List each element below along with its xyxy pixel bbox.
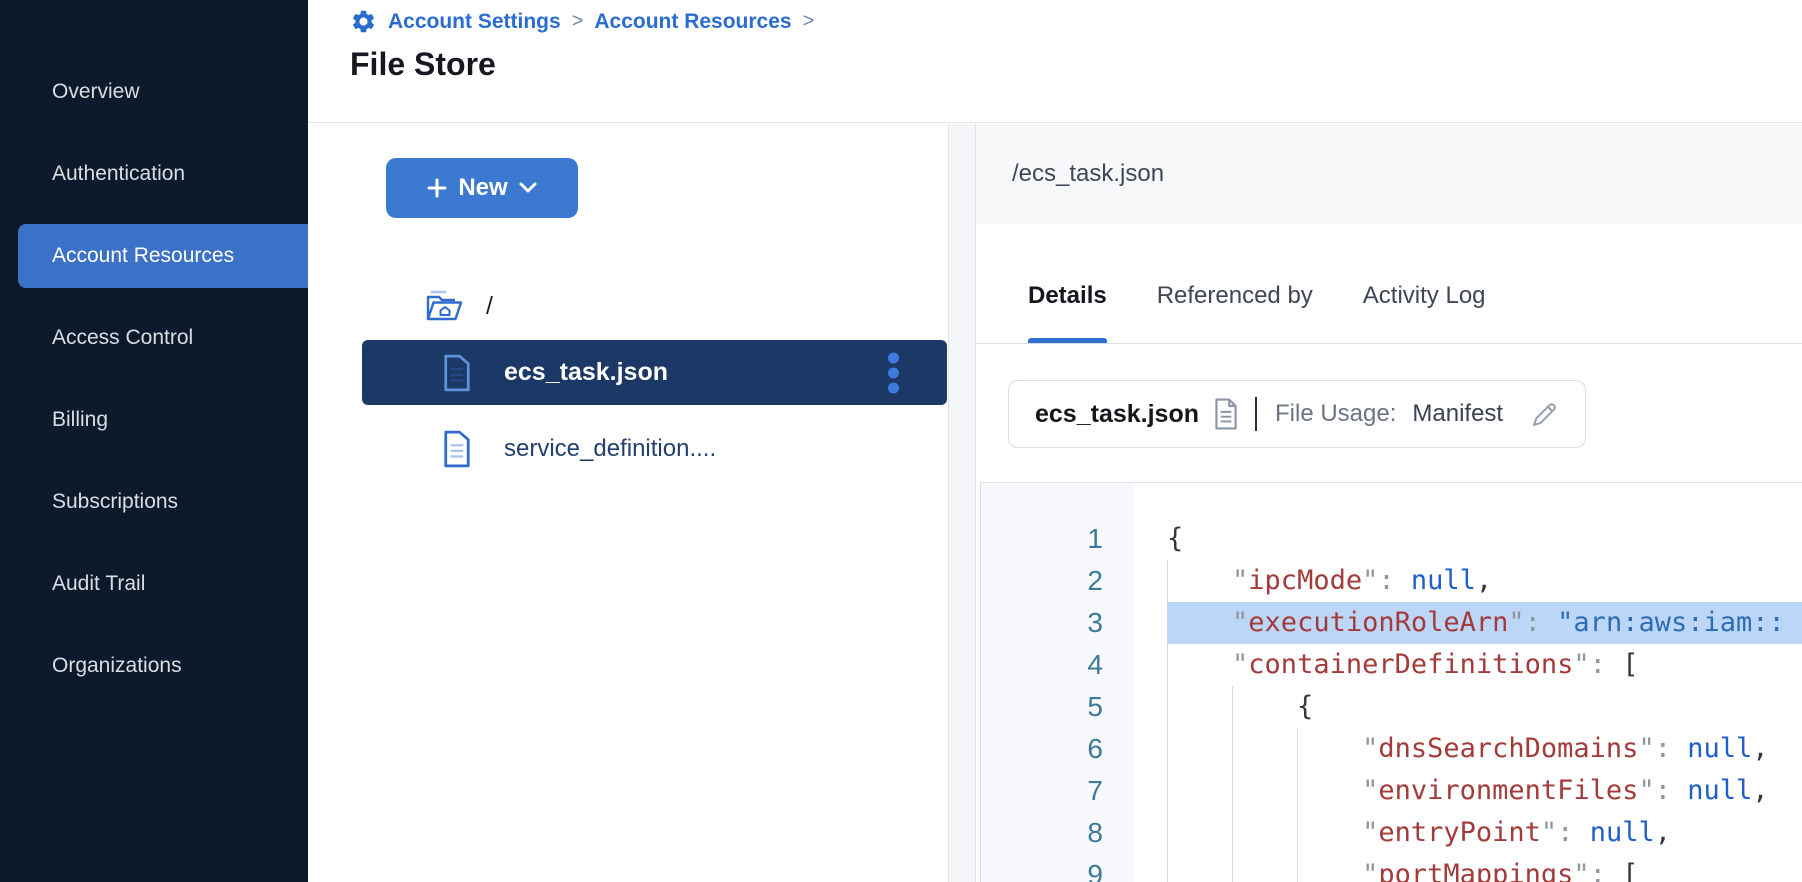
detail-panel: /ecs_task.json Details Referenced by Activ… xyxy=(976,124,1802,882)
plus-icon xyxy=(426,177,448,199)
tab-referenced-by[interactable]: Referenced by xyxy=(1156,282,1313,309)
line-number: 9 xyxy=(1087,859,1103,882)
line-number: 7 xyxy=(1087,775,1103,806)
file-icon xyxy=(442,354,472,392)
divider xyxy=(1255,397,1257,431)
page-title: File Store xyxy=(350,46,496,82)
line-number: 5 xyxy=(1087,691,1103,722)
code-line: 6 "dnsSearchDomains": null, xyxy=(981,728,1802,770)
sidebar-item-authentication[interactable]: Authentication xyxy=(52,162,186,185)
code-line: 5 { xyxy=(981,686,1802,728)
file-path: /ecs_task.json xyxy=(1012,160,1165,187)
line-number: 8 xyxy=(1087,817,1103,848)
gear-icon xyxy=(350,8,377,35)
code-content: "portMappings": [ xyxy=(1133,854,1802,882)
file-name: service_definition.... xyxy=(504,435,717,462)
code-line: 8 "entryPoint": null, xyxy=(981,812,1802,854)
scrollbar-track[interactable] xyxy=(948,124,976,882)
file-usage-value: Manifest xyxy=(1412,400,1504,427)
sidebar-item-audit-trail[interactable]: Audit Trail xyxy=(52,572,146,595)
code-content: { xyxy=(1167,523,1184,554)
file-name: ecs_task.json xyxy=(504,358,668,386)
document-icon xyxy=(1213,398,1239,430)
file-usage-label: File Usage: xyxy=(1275,400,1397,427)
sidebar-item-access-control[interactable]: Access Control xyxy=(52,326,194,349)
breadcrumb-link[interactable]: Account Resources xyxy=(594,9,792,33)
code-content: { xyxy=(1133,686,1802,728)
code-line: 4 "containerDefinitions": [ xyxy=(981,644,1802,686)
code-content: "ipcMode": null, xyxy=(1133,560,1802,602)
tab-details[interactable]: Details xyxy=(1028,282,1107,343)
code-content: "environmentFiles": null, xyxy=(1133,770,1802,812)
line-number: 4 xyxy=(1087,649,1103,680)
sidebar-item-subscriptions[interactable]: Subscriptions xyxy=(52,490,179,513)
breadcrumb-separator: > xyxy=(802,10,815,32)
new-button-label: New xyxy=(458,174,508,201)
code-content-highlighted: "executionRoleArn": "arn:aws:iam:: xyxy=(1167,602,1802,644)
home-folder-icon xyxy=(424,288,464,324)
sidebar-item-account-resources[interactable]: Account Resources xyxy=(18,224,308,288)
page-header: Account Settings > Account Resources > File… xyxy=(308,0,1802,123)
chevron-down-icon xyxy=(518,181,538,195)
line-number: 3 xyxy=(1087,607,1103,638)
edit-pencil-icon[interactable] xyxy=(1529,399,1559,429)
code-viewer[interactable]: 1{2 "ipcMode": null,3 "executionRoleArn"… xyxy=(980,482,1802,882)
code-content: "entryPoint": null, xyxy=(1133,812,1802,854)
line-number: 2 xyxy=(1087,565,1103,596)
code-line: 2 "ipcMode": null, xyxy=(981,560,1802,602)
breadcrumb-link[interactable]: Account Settings xyxy=(388,9,561,33)
file-path-bar: /ecs_task.json xyxy=(976,124,1802,224)
detail-tabs: Details Referenced by Activity Log xyxy=(976,224,1802,344)
root-folder-row[interactable]: / xyxy=(424,286,493,326)
kebab-menu-icon[interactable] xyxy=(884,348,903,397)
file-row-service-definition[interactable]: service_definition.... xyxy=(362,424,947,474)
sidebar-item-billing[interactable]: Billing xyxy=(52,408,109,431)
new-button[interactable]: New xyxy=(386,158,578,218)
breadcrumb-separator: > xyxy=(571,10,584,32)
code-content: "dnsSearchDomains": null, xyxy=(1133,728,1802,770)
sidebar-item-organizations[interactable]: Organizations xyxy=(52,654,182,677)
file-row-ecs-task[interactable]: ecs_task.json xyxy=(362,340,947,405)
sidebar-item-overview[interactable]: Overview xyxy=(52,80,140,103)
code-line: 7 "environmentFiles": null, xyxy=(981,770,1802,812)
code-content: "containerDefinitions": [ xyxy=(1133,644,1802,686)
file-icon xyxy=(442,430,472,468)
line-number: 1 xyxy=(1087,523,1103,554)
root-folder-label: / xyxy=(486,291,493,320)
breadcrumb: Account Settings > Account Resources > xyxy=(350,8,814,35)
code-line: 3 "executionRoleArn": "arn:aws:iam:: xyxy=(981,602,1802,644)
code-line: 1{ xyxy=(981,518,1802,560)
file-card-name: ecs_task.json xyxy=(1035,399,1199,428)
active-tab-underline xyxy=(1028,338,1107,343)
file-panel: New / ecs_task.json service_definition..… xyxy=(308,124,948,882)
line-number: 6 xyxy=(1087,733,1103,764)
file-info-card: ecs_task.json File Usage: Manifest xyxy=(1008,380,1587,448)
details-section: ecs_task.json File Usage: Manifest xyxy=(976,344,1802,482)
tab-activity-log[interactable]: Activity Log xyxy=(1362,282,1486,309)
code-line: 9 "portMappings": [ xyxy=(981,854,1802,882)
